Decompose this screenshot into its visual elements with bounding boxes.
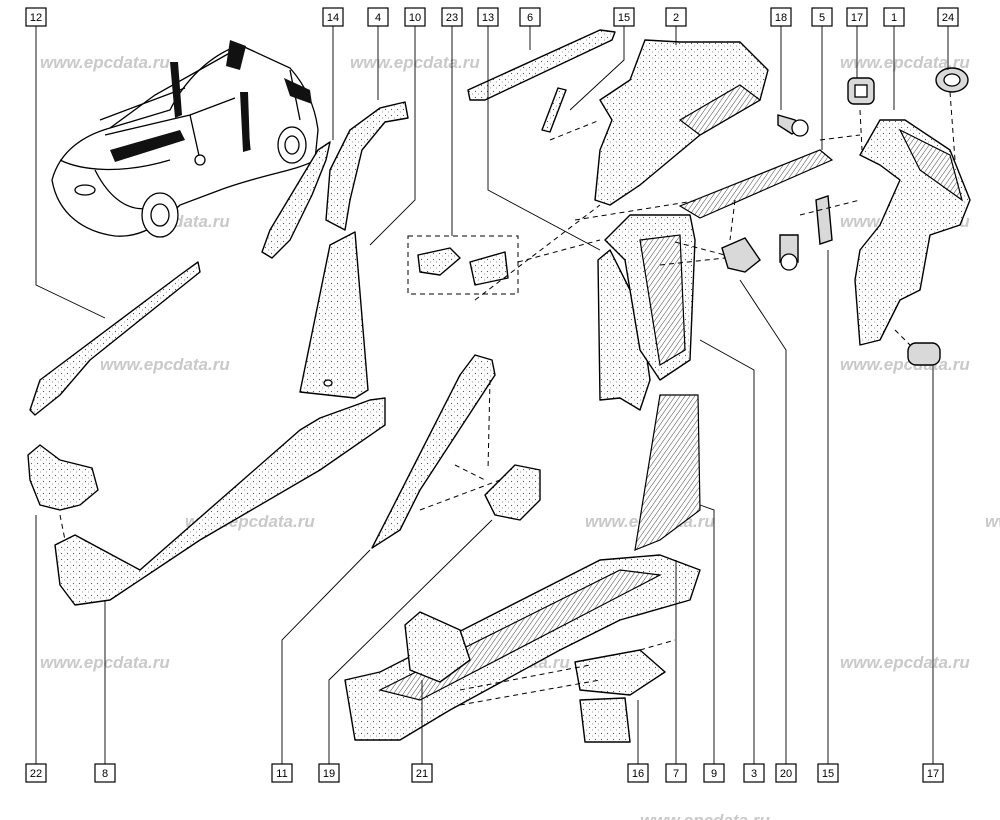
callout-22: 22 — [25, 763, 47, 783]
part-16 — [574, 649, 666, 696]
svg-text:12: 12 — [30, 12, 42, 24]
assembly-lines — [59, 91, 961, 706]
callout-3: 3 — [743, 763, 765, 783]
svg-text:10: 10 — [409, 12, 421, 24]
clip-group-23 — [407, 235, 519, 295]
svg-text:2: 2 — [673, 12, 679, 24]
part-8 — [54, 397, 386, 606]
svg-text:5: 5 — [819, 12, 825, 24]
callout-23: 23 — [441, 7, 463, 27]
svg-text:7: 7 — [673, 768, 679, 780]
clip-15 — [815, 195, 833, 245]
callout-21: 21 — [411, 763, 433, 783]
callout-12: 12 — [25, 7, 47, 27]
clip-20 — [721, 237, 761, 273]
callout-18: 18 — [770, 7, 792, 27]
svg-text:18: 18 — [775, 12, 787, 24]
part-6 — [467, 29, 616, 101]
part-4 — [325, 101, 409, 231]
svg-text:15: 15 — [822, 768, 834, 780]
part-10 — [299, 231, 369, 399]
leader-lines — [35, 25, 949, 764]
svg-text:13: 13 — [482, 12, 494, 24]
callouts-bottom: 22 8 11 19 21 16 7 9 3 20 15 17 — [25, 763, 944, 783]
callout-11: 11 — [271, 763, 293, 783]
callout-1: 1 — [883, 7, 905, 27]
watermark: www.epcdata.ru — [840, 653, 970, 672]
part-11 — [371, 354, 496, 549]
svg-text:21: 21 — [416, 768, 428, 780]
callout-7: 7 — [665, 763, 687, 783]
callout-4: 4 — [367, 7, 389, 27]
watermark: www.epcdata.ru — [840, 355, 970, 374]
callout-20: 20 — [775, 763, 797, 783]
callout-8: 8 — [94, 763, 116, 783]
svg-text:17: 17 — [851, 12, 863, 24]
callout-24: 24 — [937, 7, 959, 27]
svg-text:20: 20 — [780, 768, 792, 780]
svg-text:14: 14 — [327, 12, 339, 24]
callout-19: 19 — [318, 763, 340, 783]
callouts-top: 12 14 4 10 23 13 6 15 2 18 5 17 1 24 — [25, 7, 959, 27]
callout-17: 17 — [846, 7, 868, 27]
svg-text:23: 23 — [446, 12, 458, 24]
svg-text:9: 9 — [711, 768, 717, 780]
callout-2: 2 — [665, 7, 687, 27]
part-21 — [404, 611, 471, 683]
clip-17b — [907, 342, 941, 366]
clip-15a — [541, 87, 567, 133]
part-5 — [678, 149, 834, 219]
watermark: www.epcdata.ru — [40, 53, 170, 72]
svg-text:6: 6 — [527, 12, 533, 24]
watermark: www.epcdata.ru — [640, 811, 770, 820]
svg-text:24: 24 — [942, 12, 954, 24]
part-14 — [261, 141, 331, 259]
callout-15: 15 — [613, 7, 635, 27]
callout-9: 9 — [703, 763, 725, 783]
svg-text:15: 15 — [618, 12, 630, 24]
callout-17b: 17 — [922, 763, 944, 783]
callout-15b: 15 — [817, 763, 839, 783]
svg-text:11: 11 — [276, 768, 287, 780]
watermark: www.epcdata.ru — [100, 355, 230, 374]
parts — [27, 29, 971, 743]
part-19 — [344, 554, 701, 741]
svg-text:1: 1 — [891, 12, 897, 24]
svg-text:3: 3 — [751, 768, 757, 780]
callout-14: 14 — [322, 7, 344, 27]
svg-text:19: 19 — [323, 768, 335, 780]
svg-text:16: 16 — [632, 768, 644, 780]
svg-text:17: 17 — [927, 768, 939, 780]
callout-10: 10 — [404, 7, 426, 27]
part-22 — [27, 444, 99, 511]
part-12 — [29, 261, 201, 416]
watermark: www.epcdata.ru — [985, 512, 1000, 531]
callout-13: 13 — [477, 7, 499, 27]
callout-6: 6 — [519, 7, 541, 27]
svg-text:8: 8 — [102, 768, 108, 780]
part-2 — [594, 39, 769, 206]
svg-text:22: 22 — [30, 768, 42, 780]
callout-16: 16 — [627, 763, 649, 783]
clip-21a — [484, 464, 541, 521]
watermark: www.epcdata.ru — [840, 53, 970, 72]
part-9 — [634, 394, 701, 551]
svg-text:4: 4 — [375, 12, 381, 24]
car-overview — [51, 40, 319, 238]
callout-5: 5 — [811, 7, 833, 27]
